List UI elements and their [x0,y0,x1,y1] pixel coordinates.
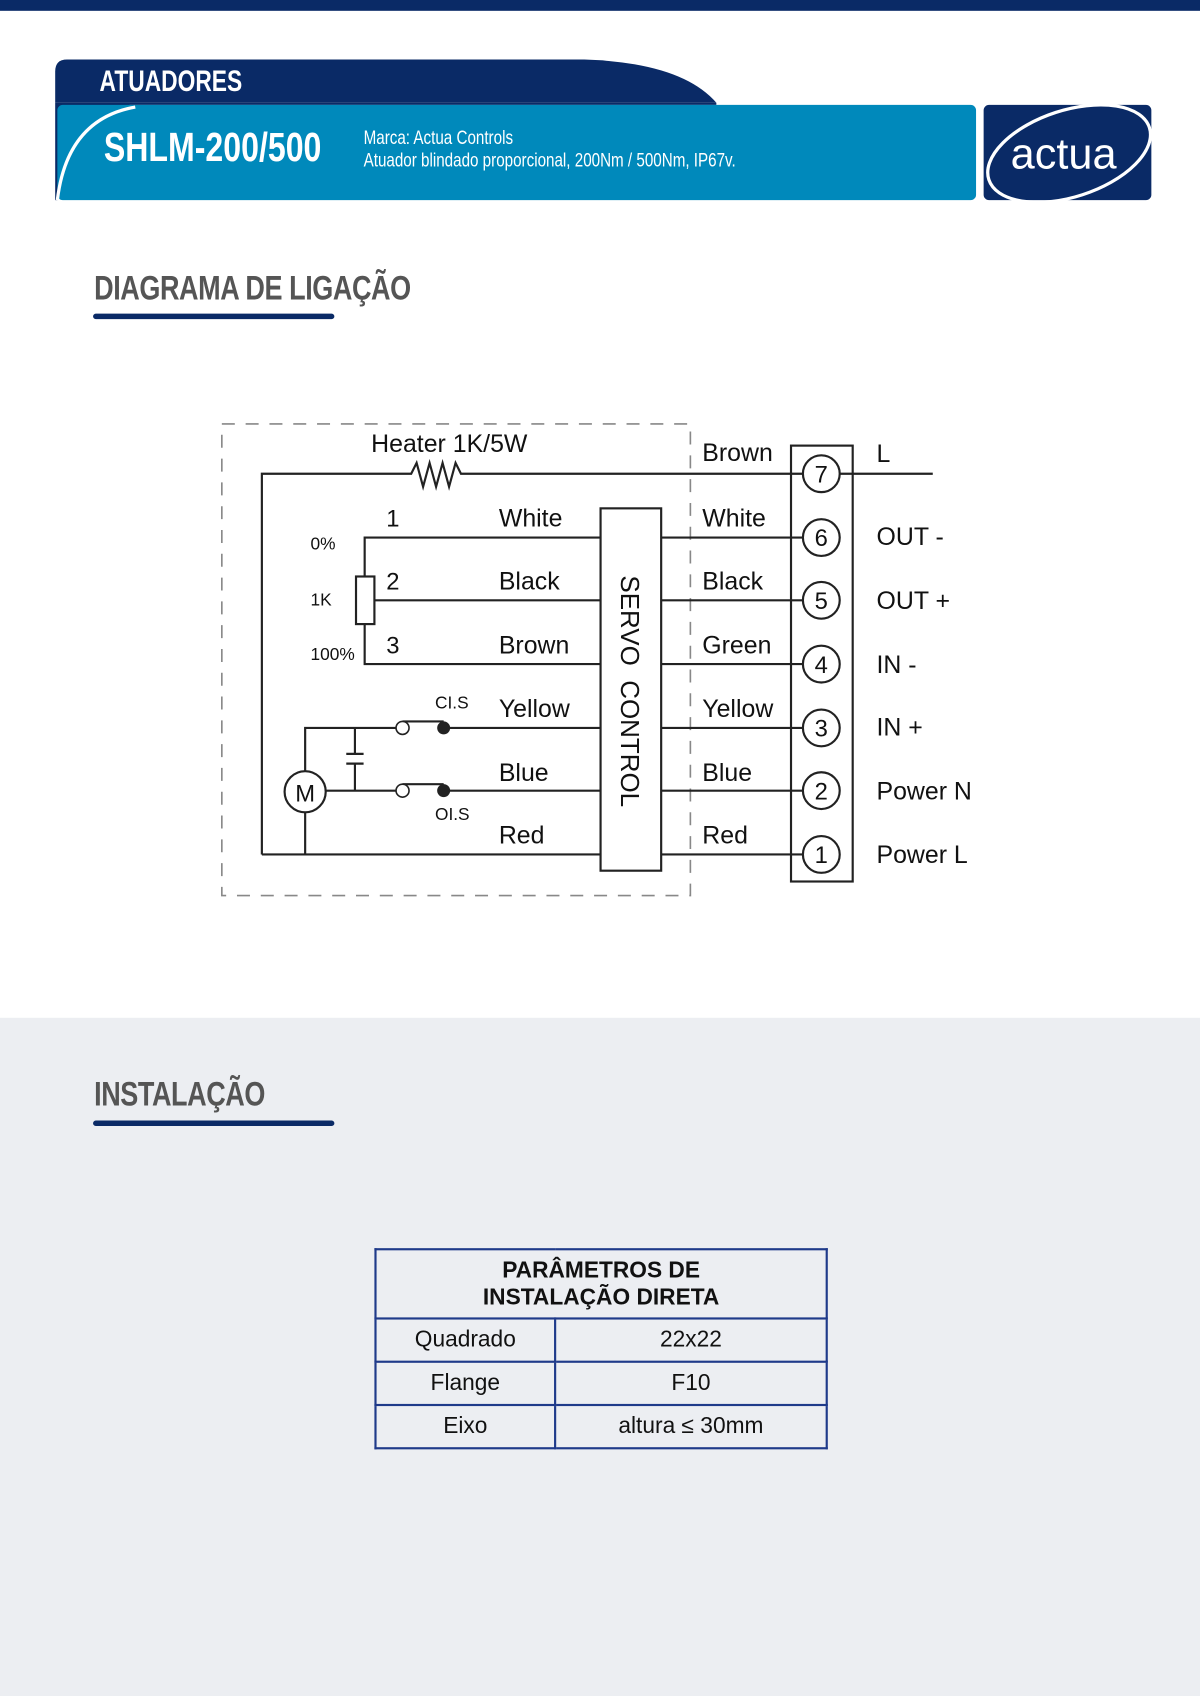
svg-text:7: 7 [815,461,828,488]
table-row: Eixo altura ≤ 30mm [374,1403,828,1450]
actua-logo [983,104,1152,201]
model-title: SHLM-200/500 [103,125,322,171]
row-label: Quadrado [374,1317,557,1363]
logo-text: actua [1011,131,1118,179]
svg-text:Blue: Blue [499,759,549,787]
svg-text:Brown: Brown [702,439,773,467]
svg-text:Yellow: Yellow [499,695,571,723]
pot-label-1k: 1K [311,590,333,610]
svg-text:Yellow: Yellow [702,695,774,723]
svg-text:IN +: IN + [877,713,923,741]
table-header-row: PARÂMETROS DE INSTALAÇÃO DIRETA [374,1248,828,1320]
svg-text:Red: Red [702,822,748,850]
svg-text:IN -: IN - [877,651,917,679]
wiring-diagram: M Heater 1K/5W SERVO CONTROL 1 2 3 0% 1K… [221,423,972,897]
header-banner: actua [55,59,1153,204]
svg-text:White: White [499,505,563,533]
svg-text:Black: Black [702,567,763,595]
table-row: Flange F10 [374,1360,828,1407]
svg-text:L: L [877,440,891,468]
svg-text:Brown: Brown [499,631,570,659]
terminal-block: 7 6 5 4 3 2 1 [801,454,841,874]
category-label: ATUADORES [99,64,243,98]
svg-text:M: M [295,780,315,807]
terminal-function-labels: L OUT - OUT + IN - IN + Power N Power L [877,440,972,869]
left-wire-labels: White Black Brown Yellow Blue Red [499,505,571,850]
brand-line: Marca: Actua Controls [363,126,514,149]
svg-text:Power N: Power N [877,777,972,805]
motor-icon: M [283,770,327,814]
install-params-table: PARÂMETROS DE INSTALAÇÃO DIRETA Quadrado… [374,1248,828,1450]
pot-pin-1: 1 [386,506,399,533]
svg-text:OUT +: OUT + [877,587,951,615]
wiring-section-title: DIAGRAMA DE LIGAÇÃO [94,268,411,308]
install-section-title: INSTALAÇÃO [94,1074,265,1113]
pot-pin-3: 3 [386,632,399,659]
svg-text:Black: Black [499,567,560,595]
top-bar [0,0,1200,11]
svg-text:3: 3 [815,716,828,743]
svg-text:Power L: Power L [877,841,968,869]
pot-pin-2: 2 [386,568,399,595]
table-header: PARÂMETROS DE INSTALAÇÃO DIRETA [374,1248,828,1320]
pot-label-0: 0% [311,533,336,553]
pot-label-100: 100% [311,644,355,664]
open-switch-label: OI.S [435,804,470,824]
limit-switch-icons [395,720,451,798]
svg-text:Blue: Blue [702,759,752,787]
row-value: altura ≤ 30mm [554,1403,828,1450]
row-label: Eixo [374,1403,557,1450]
row-value: 22x22 [554,1317,828,1363]
row-value: F10 [554,1360,828,1407]
wiring-title-underline [93,313,335,320]
servo-control-label: SERVO CONTROL [615,575,645,807]
svg-text:4: 4 [815,652,828,679]
svg-text:1: 1 [815,842,828,869]
right-wire-labels: Brown White Black Green Yellow Blue Red [702,439,774,850]
svg-text:2: 2 [815,778,828,805]
svg-text:6: 6 [815,525,828,552]
svg-text:OUT -: OUT - [877,523,944,551]
closed-switch-label: CI.S [435,692,469,712]
svg-text:White: White [702,505,766,533]
heater-label: Heater 1K/5W [371,430,528,458]
install-title-underline [93,1120,335,1126]
svg-text:5: 5 [815,588,828,615]
table-row: Quadrado 22x22 [374,1317,828,1363]
svg-text:Green: Green [702,631,771,659]
row-label: Flange [374,1360,557,1407]
description-line: Atuador blindado proporcional, 200Nm / 5… [363,149,736,171]
svg-text:Red: Red [499,822,545,850]
